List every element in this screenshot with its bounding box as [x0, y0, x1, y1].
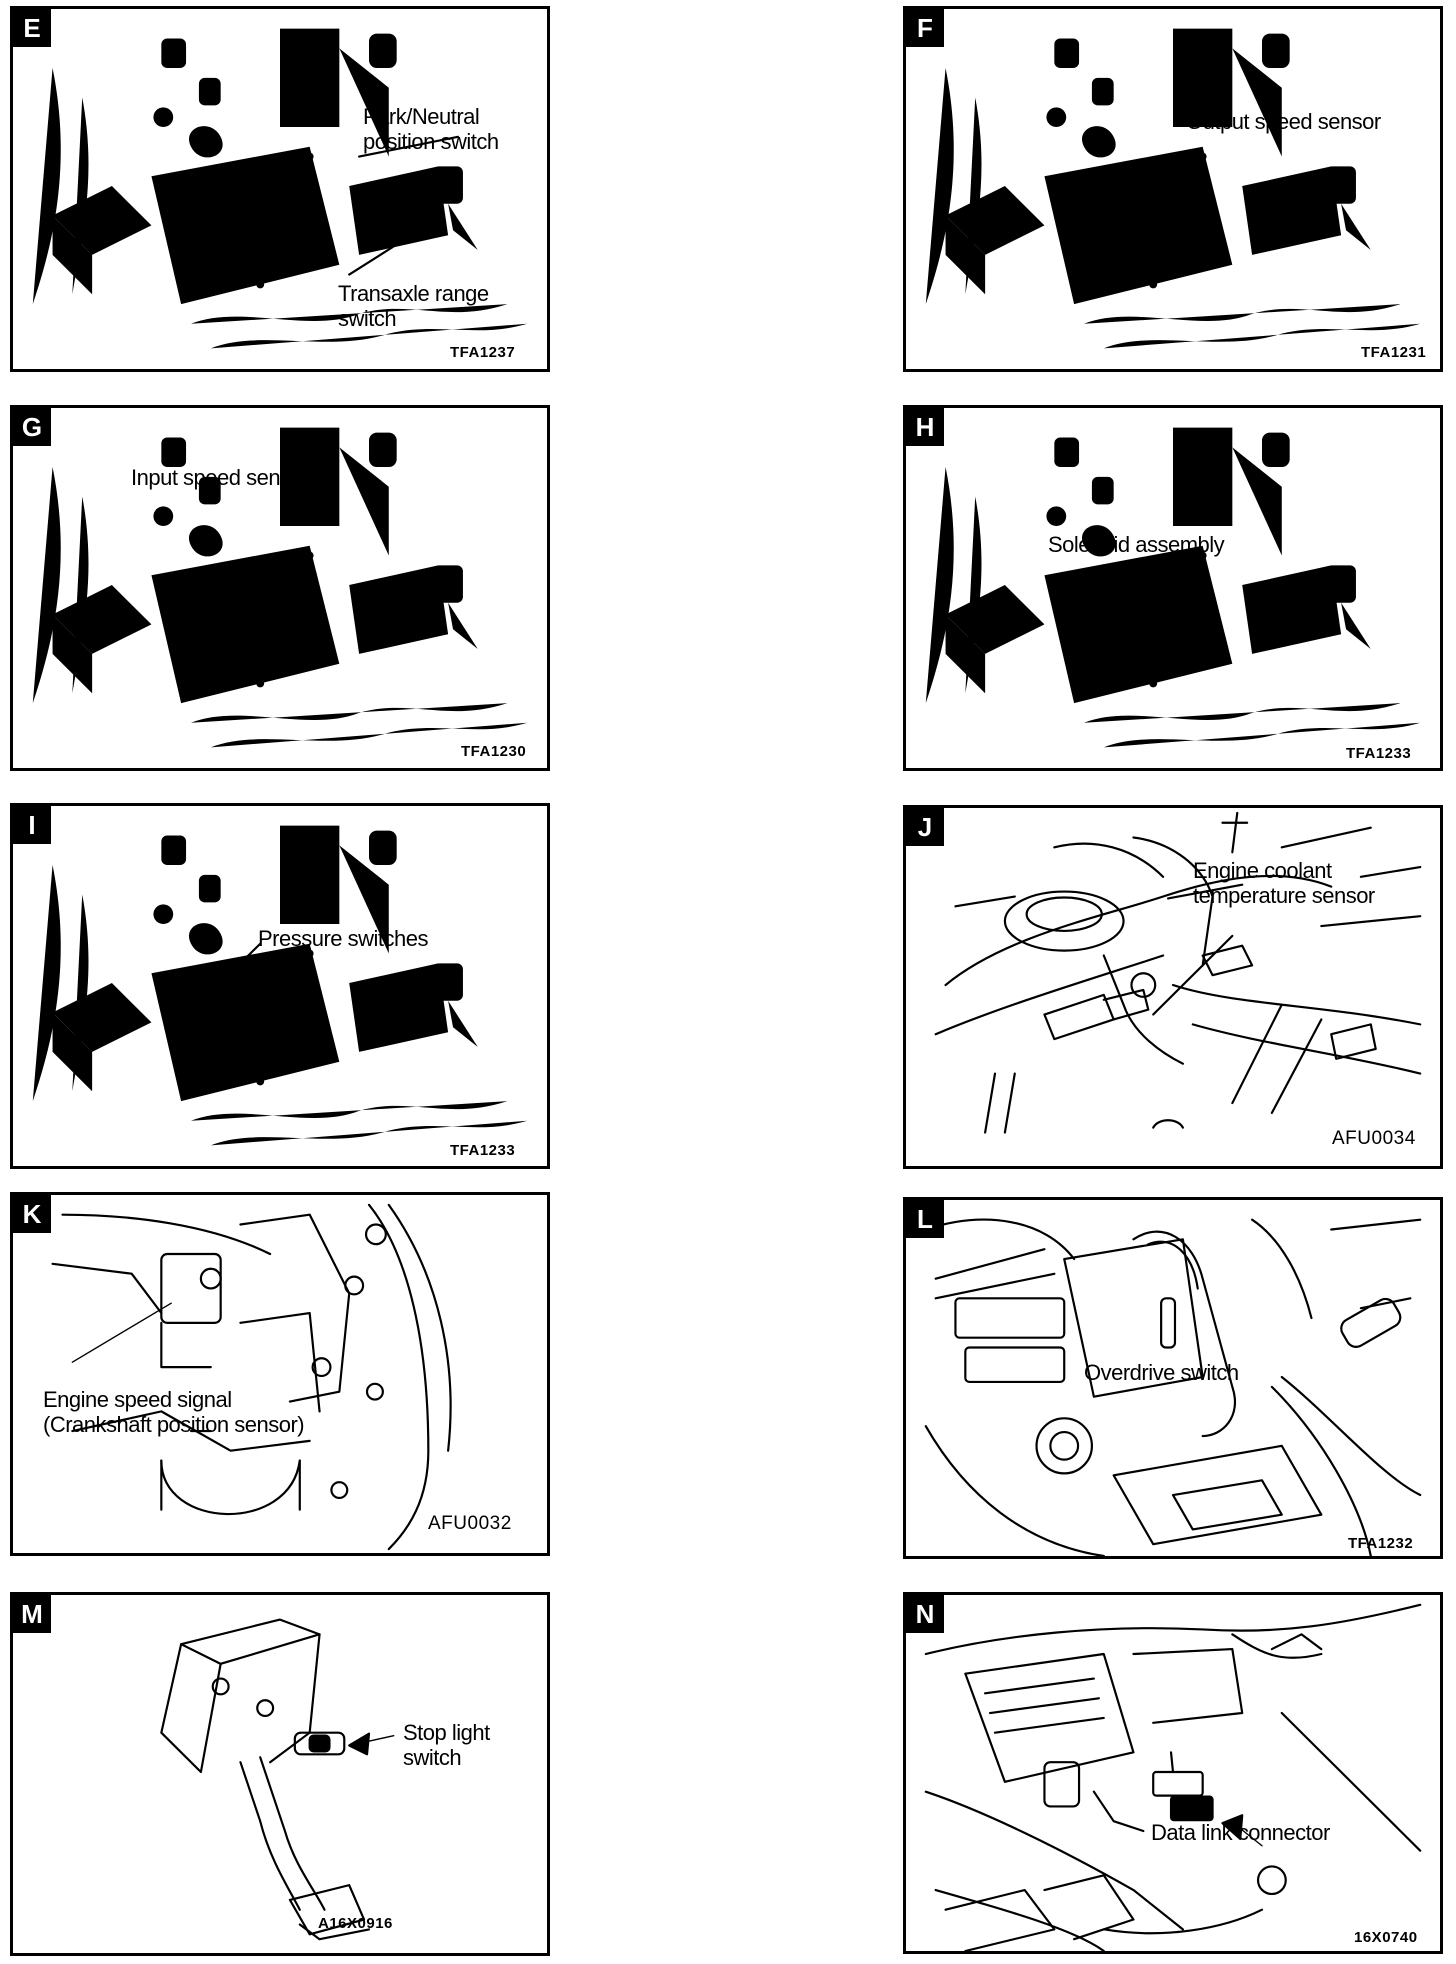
figure-code: TFA1233	[450, 1142, 516, 1159]
panel-letter: E	[13, 9, 51, 47]
panel-g: G Input speed sensor TFA1230	[10, 405, 550, 771]
figure-code: TFA1230	[461, 743, 527, 760]
panel-letter: I	[13, 806, 51, 844]
callout-label: Overdrive switch	[1084, 1360, 1239, 1385]
callout-label: Output speed sensor	[1186, 109, 1381, 134]
panel-letter: J	[906, 808, 944, 846]
panel-letter: F	[906, 9, 944, 47]
figure-code: TFA1237	[450, 344, 516, 361]
callout-label: Pressure switches	[258, 926, 429, 951]
panel-h: H Solenoid assembly TFA1233	[903, 405, 1443, 771]
panel-letter: K	[13, 1195, 51, 1233]
transaxle-illustration	[925, 427, 1421, 763]
panel-k: K Engine speed signal(Crankshaft positio…	[10, 1192, 550, 1556]
figure-code: AFU0034	[1332, 1128, 1416, 1149]
panel-i: I Pressure switches TFA1233	[10, 803, 550, 1169]
panel-f: F Output speed sensor TFA1231	[903, 6, 1443, 372]
panel-letter: G	[13, 408, 51, 446]
transaxle-illustration	[925, 28, 1421, 364]
figure-code: AFU0032	[428, 1513, 512, 1534]
callout-label: Data link connector	[1151, 1820, 1330, 1845]
figure-code: A16X0916	[318, 1915, 393, 1932]
figure-code: TFA1233	[1346, 745, 1412, 762]
dash-underside-illustration	[924, 1603, 1422, 1951]
panel-n: N Data link connector 16X0740	[903, 1592, 1443, 1954]
engine-block-illustration	[51, 1203, 452, 1551]
callout-label: Input speed sensor	[131, 465, 310, 490]
callout-label: Engine speed signal(Crankshaft position …	[43, 1387, 305, 1437]
panel-l: L Overdrive switch TFA1232	[903, 1197, 1443, 1559]
callout-label: Solenoid assembly	[1048, 532, 1225, 557]
radiator-hose-illustration	[934, 811, 1422, 1134]
transaxle-illustration	[32, 28, 528, 364]
brake-pedal-illustration	[160, 1618, 395, 1941]
figure-code: 16X0740	[1354, 1929, 1418, 1946]
panel-letter: N	[906, 1595, 944, 1633]
transaxle-illustration	[32, 427, 528, 763]
panel-letter: H	[906, 408, 944, 446]
transaxle-illustration	[32, 825, 528, 1161]
figure-code: TFA1232	[1348, 1535, 1414, 1552]
figure-code: TFA1231	[1361, 344, 1427, 361]
panel-letter: L	[906, 1200, 944, 1238]
panel-letter: M	[13, 1595, 51, 1633]
console-illustration	[924, 1218, 1422, 1556]
